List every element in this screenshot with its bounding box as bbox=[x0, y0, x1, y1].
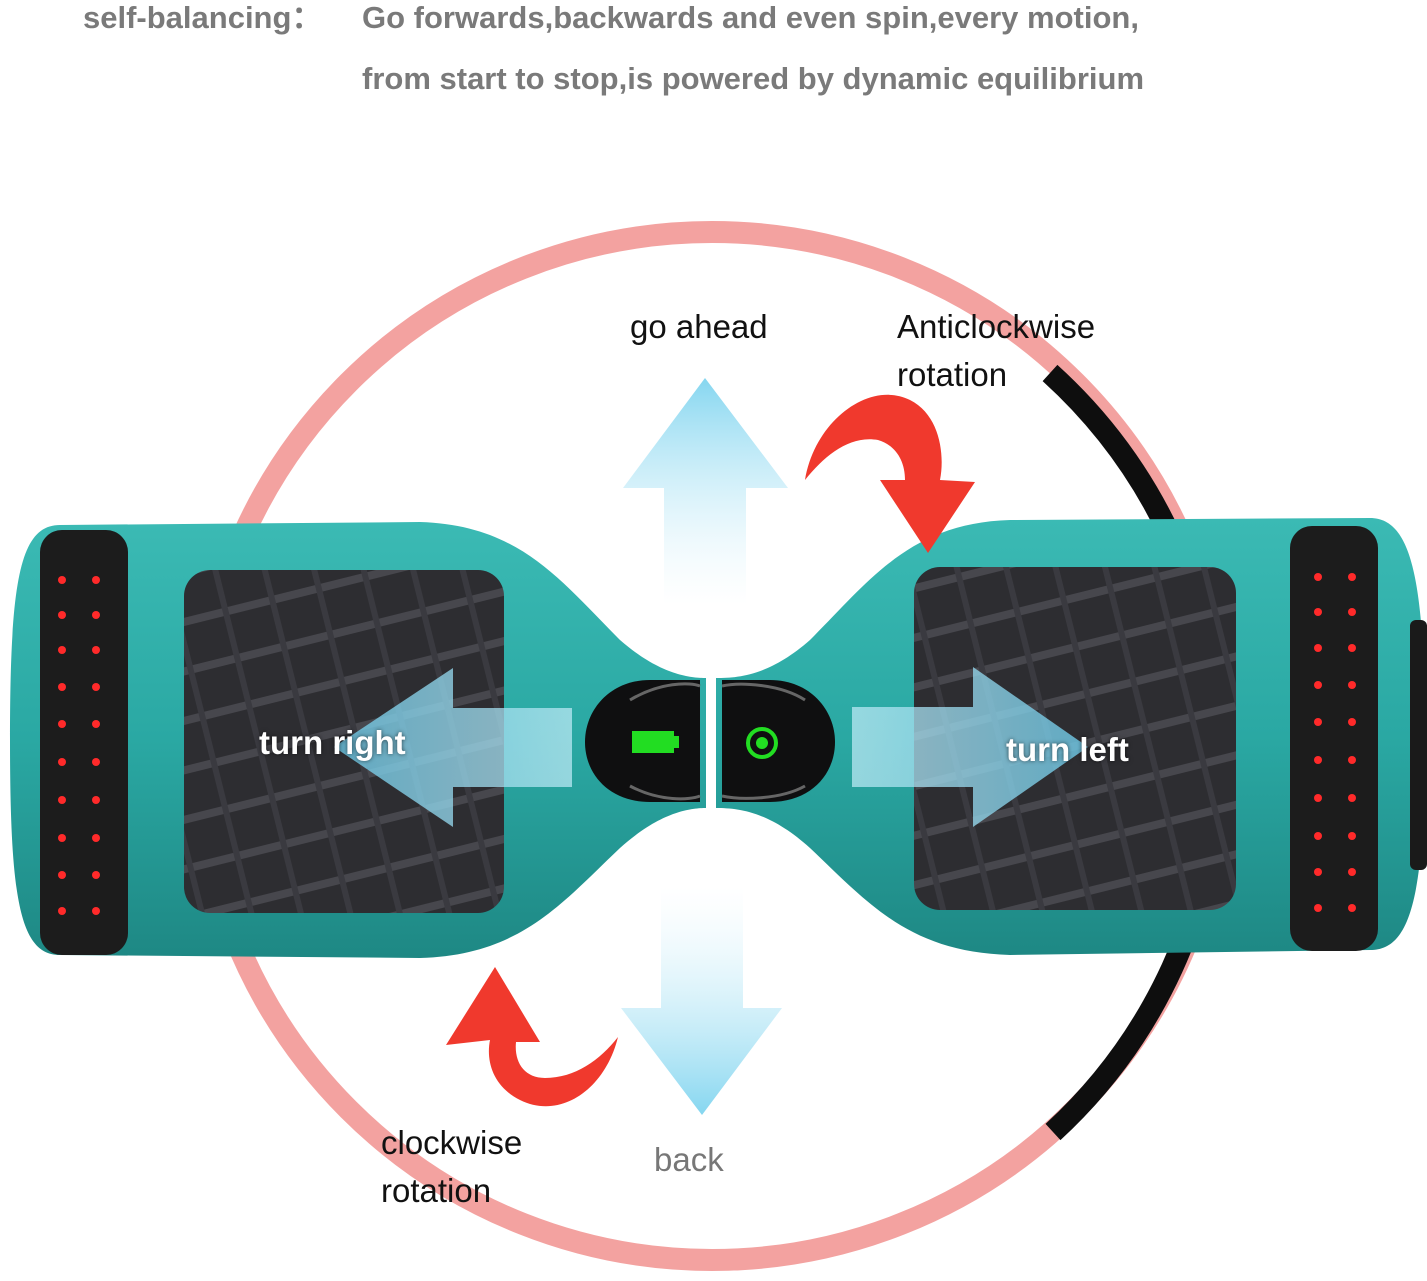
back-label: back bbox=[654, 1141, 724, 1178]
headline-label: self-balancing： bbox=[83, 0, 323, 35]
anticlockwise-label-line-2: rotation bbox=[897, 356, 1008, 393]
center-console bbox=[585, 680, 835, 802]
anticlockwise-arrow-icon bbox=[805, 394, 975, 553]
headline-line-1: Go forwards,backwards and even spin,ever… bbox=[362, 0, 1139, 35]
left-led-bar bbox=[40, 530, 128, 955]
power-icon bbox=[746, 727, 778, 759]
turn-left-label: turn left bbox=[1006, 731, 1129, 768]
clockwise-arrow-icon bbox=[446, 967, 618, 1107]
turn-right-label: turn right bbox=[259, 724, 406, 761]
anticlockwise-label-line-1: Anticlockwise bbox=[897, 308, 1096, 345]
battery-icon bbox=[632, 731, 679, 753]
arrow-left-icon bbox=[334, 668, 572, 827]
right-led-bar bbox=[1290, 526, 1378, 951]
arrow-up-icon bbox=[623, 378, 788, 605]
arrow-down-icon bbox=[621, 887, 782, 1115]
right-wheel-edge bbox=[1410, 620, 1427, 870]
arrow-right-icon bbox=[852, 667, 1088, 827]
clockwise-label-line-2: rotation bbox=[381, 1172, 492, 1209]
headline-line-2: from start to stop,is powered by dynamic… bbox=[362, 61, 1145, 96]
clockwise-label-line-1: clockwise bbox=[381, 1124, 523, 1161]
go-ahead-label: go ahead bbox=[630, 308, 768, 345]
